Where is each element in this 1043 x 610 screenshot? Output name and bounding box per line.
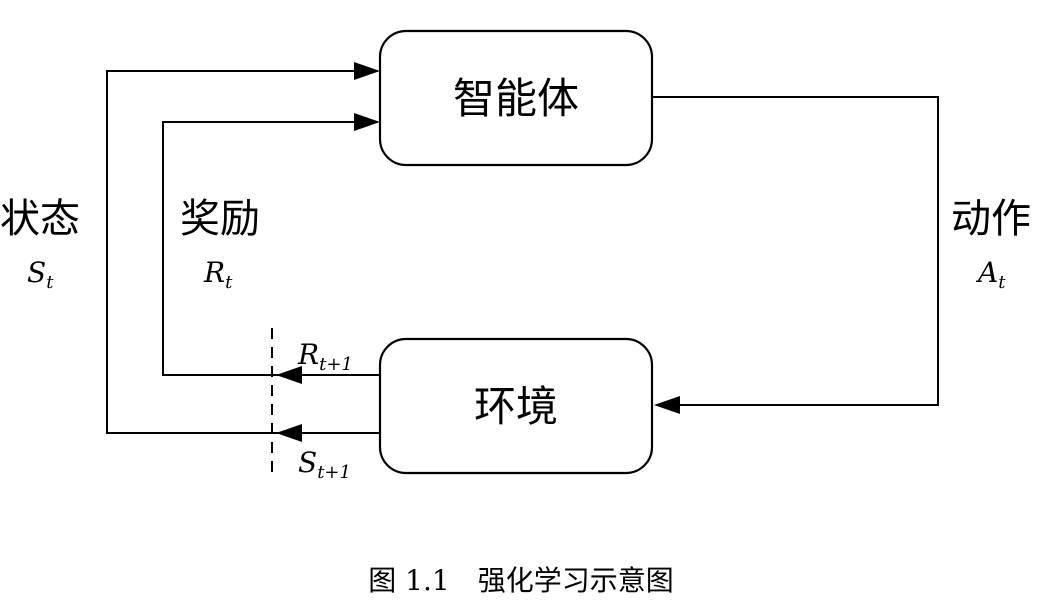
state-arrowhead-agent [354,62,380,80]
environment-node: 环境 [378,337,654,475]
state-symbol: St [27,256,54,293]
state-line [106,70,380,434]
action-arrowhead [654,396,680,414]
reward-arrowhead-agent [354,113,380,131]
agent-label: 智能体 [453,74,579,123]
action-symbol: At [975,256,1006,293]
reward-label: 奖励 [180,196,260,242]
environment-label: 环境 [474,382,558,431]
action-label: 动作 [951,196,1031,242]
action-edge [652,96,939,414]
reward-edge [162,113,380,384]
state-arrowhead-next [276,424,302,442]
reward-symbol: Rt [203,256,233,293]
environment-box [378,337,654,475]
state-annotation: 状态 St [0,196,80,293]
action-line [652,96,939,406]
state-label: 状态 [0,196,80,242]
action-annotation: 动作 At [951,196,1031,293]
next-state-symbol: St+1 [298,446,351,483]
figure-caption: 图 1.1 强化学习示意图 [368,564,673,597]
agent-node: 智能体 [378,29,654,167]
state-edge [106,62,380,442]
reward-annotation: 奖励 Rt [180,196,260,293]
reward-arrowhead-next [276,366,302,384]
next-reward-symbol: Rt+1 [297,338,353,375]
